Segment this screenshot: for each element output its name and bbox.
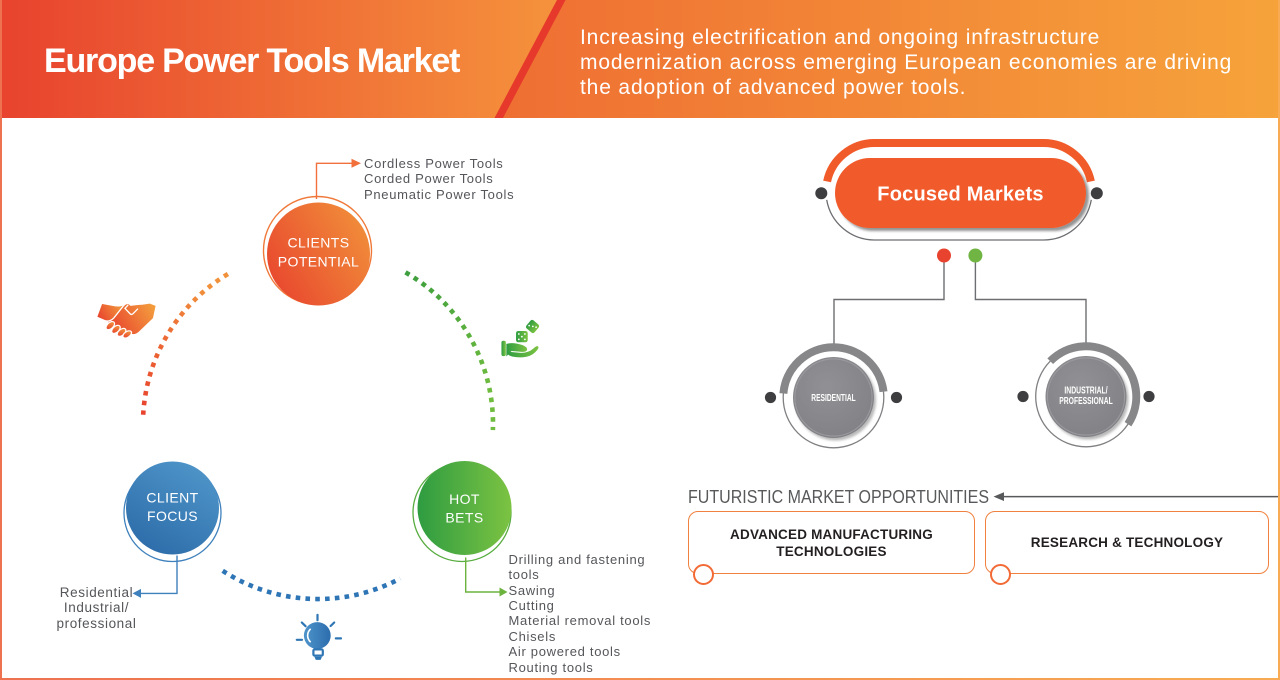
svg-text:FOCUS: FOCUS [147,508,198,524]
svg-text:FUTURISTIC MARKET OPPORTUNITIE: FUTURISTIC MARKET OPPORTUNITIES [688,486,989,507]
svg-text:HOT: HOT [449,491,480,507]
svg-text:BETS: BETS [445,510,483,526]
svg-text:CLIENT: CLIENT [146,490,198,506]
svg-text:INDUSTRIAL/: INDUSTRIAL/ [1064,385,1107,396]
svg-text:PROFESSIONAL: PROFESSIONAL [1059,396,1113,407]
svg-text:RESIDENTIAL: RESIDENTIAL [811,393,856,404]
svg-text:Focused Markets: Focused Markets [877,184,1043,206]
svg-text:CLIENTS: CLIENTS [288,235,350,251]
svg-text:POTENTIAL: POTENTIAL [278,254,359,270]
